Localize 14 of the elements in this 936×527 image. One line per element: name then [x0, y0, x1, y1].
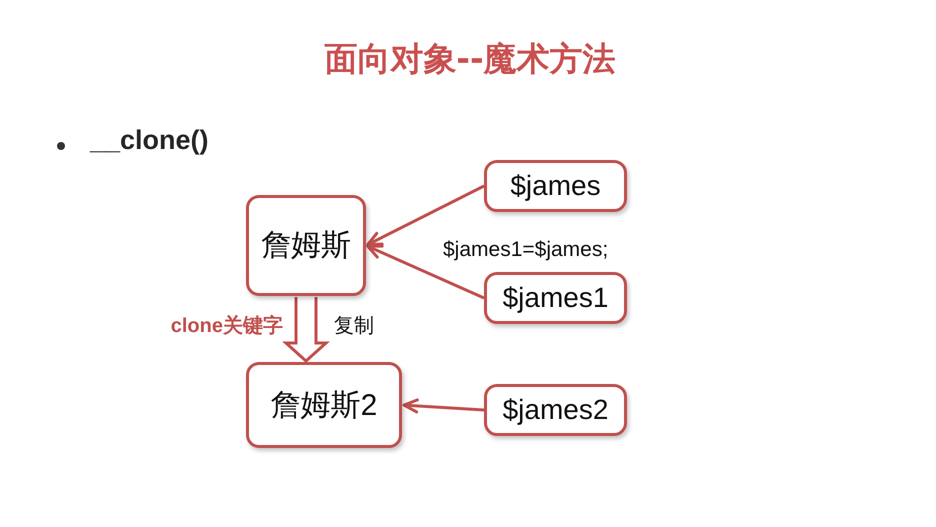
assignment-note: $james1=$james;: [443, 238, 608, 262]
keyword-label: clone关键字: [170, 315, 283, 338]
object-box: 詹姆斯2: [246, 362, 402, 448]
arrow: [366, 244, 485, 300]
arrow: [366, 184, 485, 246]
object-box: 詹姆斯: [246, 195, 366, 296]
title: 面向对象--魔术方法: [323, 40, 617, 78]
method-name: __clone(): [90, 125, 209, 156]
arrow: [402, 398, 484, 414]
variable-box: $james: [484, 160, 627, 212]
block-arrow: [282, 296, 330, 364]
variable-box: $james1: [484, 272, 627, 324]
variable-box: $james2: [484, 384, 627, 436]
edge-label: 复制: [333, 315, 375, 338]
